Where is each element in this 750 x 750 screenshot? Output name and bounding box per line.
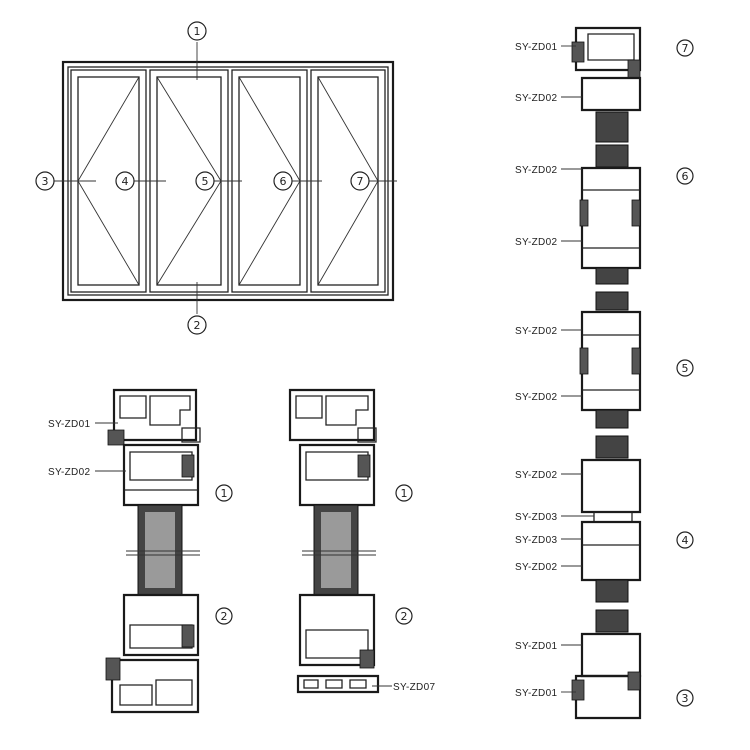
svg-text:2: 2 xyxy=(221,610,228,623)
svg-text:SY-ZD03: SY-ZD03 xyxy=(515,535,557,546)
section-c-labels: SY-ZD01 SY-ZD02 SY-ZD02 SY-ZD02 SY-ZD02 … xyxy=(515,42,594,699)
svg-text:7: 7 xyxy=(357,175,364,188)
plan-marker-3: 3 xyxy=(35,171,55,191)
section-c-marker-7: 7 xyxy=(676,39,694,57)
plan-marker-4: 4 xyxy=(115,171,135,191)
plan-marker-7: 7 xyxy=(350,171,370,191)
svg-text:1: 1 xyxy=(401,487,408,500)
elevation-plan: 1 2 3 4 5 6 7 xyxy=(35,21,397,335)
section-a-label-zd02: SY-ZD02 xyxy=(48,467,90,478)
svg-text:2: 2 xyxy=(194,319,201,332)
svg-text:7: 7 xyxy=(682,42,689,55)
svg-text:SY-ZD03: SY-ZD03 xyxy=(515,512,557,523)
svg-text:4: 4 xyxy=(682,534,689,547)
svg-text:SY-ZD02: SY-ZD02 xyxy=(515,562,557,573)
section-c-marker-6: 6 xyxy=(676,167,694,185)
section-b: SY-ZD07 1 2 xyxy=(288,388,435,694)
svg-text:SY-ZD02: SY-ZD02 xyxy=(515,165,557,176)
svg-text:6: 6 xyxy=(682,170,689,183)
svg-text:SY-ZD01: SY-ZD01 xyxy=(515,688,557,699)
svg-text:6: 6 xyxy=(280,175,287,188)
svg-text:SY-ZD02: SY-ZD02 xyxy=(515,93,557,104)
svg-text:5: 5 xyxy=(682,362,689,375)
svg-text:SY-ZD02: SY-ZD02 xyxy=(515,326,557,337)
svg-text:4: 4 xyxy=(122,175,129,188)
svg-text:3: 3 xyxy=(682,692,689,705)
section-c-marker-5: 5 xyxy=(676,359,694,377)
svg-text:SY-ZD02: SY-ZD02 xyxy=(515,392,557,403)
plan-marker-bottom: 2 xyxy=(187,315,207,335)
section-c: SY-ZD01 SY-ZD02 SY-ZD02 SY-ZD02 SY-ZD02 … xyxy=(515,26,694,720)
plan-marker-top: 1 xyxy=(187,21,207,41)
plan-marker-6: 6 xyxy=(273,171,293,191)
section-b-marker-1: 1 xyxy=(395,484,413,502)
svg-text:2: 2 xyxy=(401,610,408,623)
section-a-marker-2: 2 xyxy=(215,607,233,625)
section-c-marker-4: 4 xyxy=(676,531,694,549)
section-b-label-zd07: SY-ZD07 xyxy=(393,682,435,693)
svg-text:SY-ZD02: SY-ZD02 xyxy=(515,237,557,248)
svg-text:SY-ZD01: SY-ZD01 xyxy=(515,641,557,652)
svg-text:3: 3 xyxy=(42,175,49,188)
svg-text:SY-ZD01: SY-ZD01 xyxy=(515,42,557,53)
svg-text:1: 1 xyxy=(194,25,201,38)
section-a-marker-1: 1 xyxy=(215,484,233,502)
svg-text:SY-ZD02: SY-ZD02 xyxy=(515,470,557,481)
section-a-label-zd01: SY-ZD01 xyxy=(48,419,90,430)
section-c-marker-3: 3 xyxy=(676,689,694,707)
section-b-marker-2: 2 xyxy=(395,607,413,625)
section-a: SY-ZD01 SY-ZD02 1 2 xyxy=(48,388,233,714)
svg-text:5: 5 xyxy=(202,175,209,188)
svg-text:1: 1 xyxy=(221,487,228,500)
plan-marker-5: 5 xyxy=(195,171,215,191)
